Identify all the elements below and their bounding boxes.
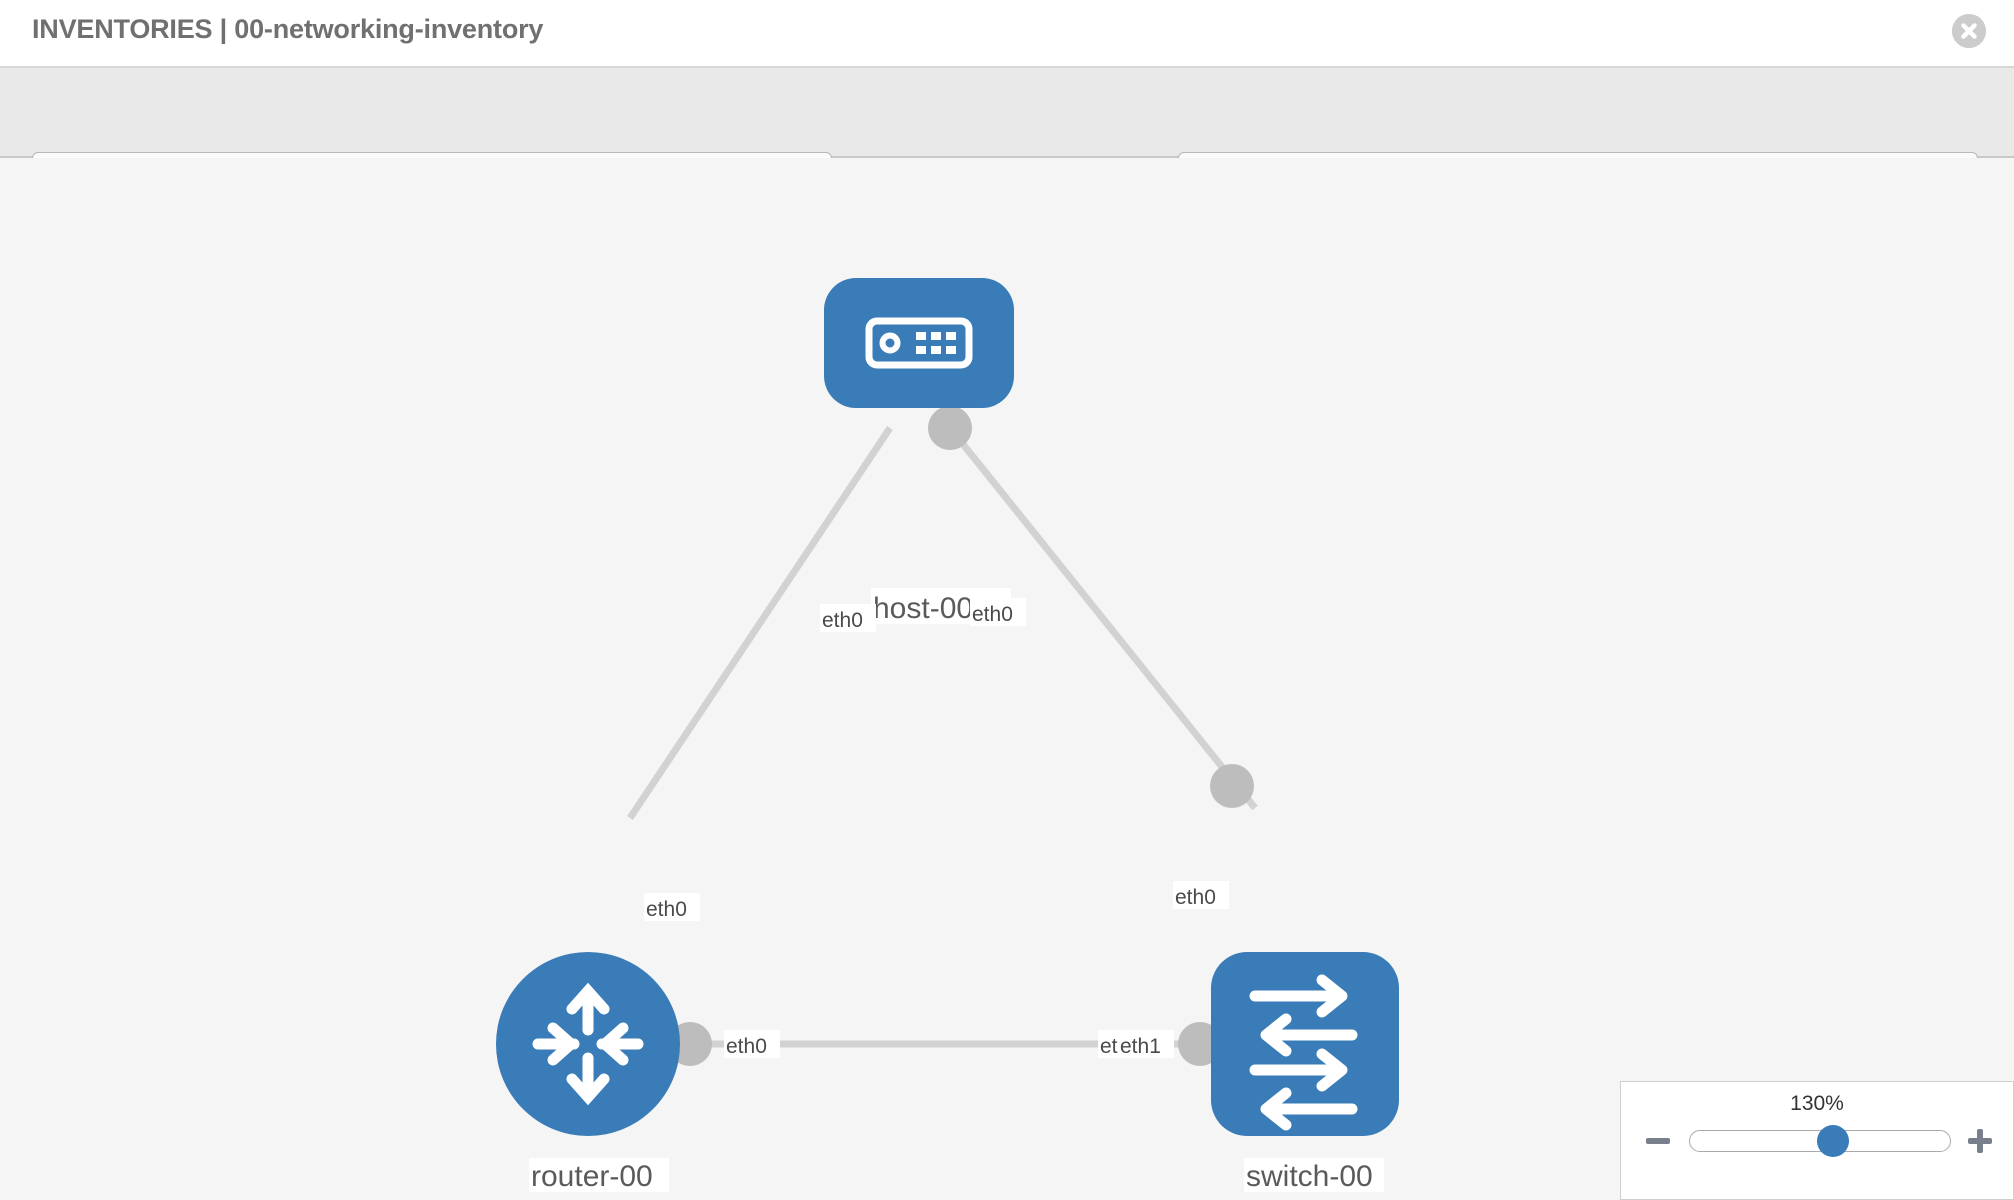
topology-graph[interactable]: host-00 router-00 switch-00 eth0 eth0 et… [0,158,2014,1200]
iface-label-router00-eth0-uplink: eth0 [646,898,687,921]
iface-label-host00-eth0-right: eth0 [972,603,1013,626]
node-label-router-00: router-00 [531,1160,653,1193]
zoom-slider-thumb[interactable] [1817,1125,1849,1157]
stub-host00-eth0-right[interactable] [928,406,972,450]
iface-label-switch00-eth0-uplink: eth0 [1175,886,1216,909]
page-title: INVENTORIES | 00-networking-inventory [32,14,544,44]
stub-switch00-eth0[interactable] [1210,764,1254,808]
close-icon[interactable] [1952,14,1986,48]
iface-label-host00-eth0-left: eth0 [822,609,863,632]
links-layer [627,425,1258,1048]
switch-icon [1249,974,1358,1131]
interface-labels-layer: eth0 eth0 eth0 eth0 eth0 eth eth1 [644,598,1229,1058]
zoom-out-button[interactable] [1643,1126,1673,1156]
interface-stubs-layer [668,406,1254,1066]
iface-label-router00-eth0-to-switch: eth0 [726,1035,767,1058]
zoom-control-panel: 130% [1620,1081,2014,1200]
router-icon [532,982,644,1106]
zoom-in-button[interactable] [1965,1126,1995,1156]
node-switch-00[interactable] [1211,952,1399,1136]
server-icon [865,317,973,369]
toolbar: ACTIONS SEARCH [0,68,2014,206]
node-router-00[interactable] [496,952,680,1136]
node-host-00[interactable] [824,278,1014,408]
node-label-switch-00: switch-00 [1246,1160,1373,1193]
zoom-level-value: 130% [1790,1092,1844,1115]
topology-canvas[interactable]: host-00 router-00 switch-00 eth0 eth0 et… [0,158,2014,1200]
iface-label-switch00-eth1: eth1 [1120,1035,1161,1058]
node-label-host-00: host-00 [873,592,973,625]
link-host00-router00[interactable] [627,426,893,820]
link-host00-switch00[interactable] [947,425,1258,811]
page-header: INVENTORIES | 00-networking-inventory [0,0,2014,68]
